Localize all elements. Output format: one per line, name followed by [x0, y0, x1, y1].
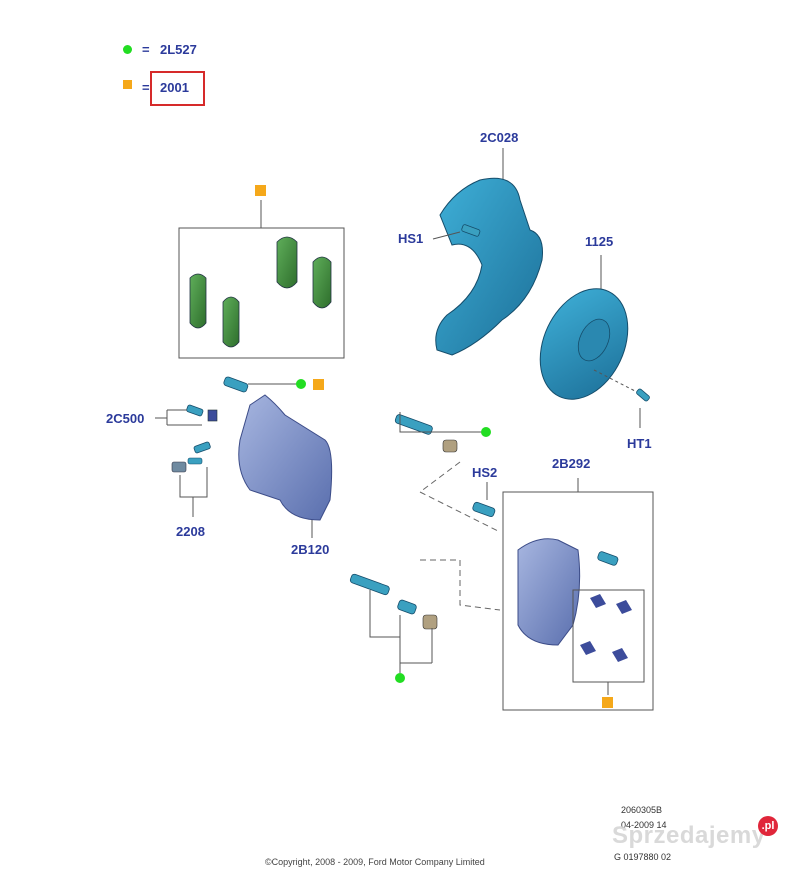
brake-pad-3 — [276, 236, 298, 289]
brake-pad-1 — [189, 273, 207, 329]
legend-orange-square — [123, 80, 132, 89]
label-dust-shield: 2C028 — [480, 130, 519, 145]
brake-pad-2 — [222, 296, 240, 348]
guide-pin-lower — [349, 573, 438, 683]
label-bleeder: 2C500 — [106, 411, 145, 426]
caliper-clips — [171, 457, 208, 517]
brake-disc — [539, 255, 638, 400]
guide-pin-upper — [394, 412, 491, 453]
footer-doc-id: G 0197880 02 — [614, 852, 672, 862]
assembly-guide-lines — [419, 461, 501, 611]
label-disc-screw: HT1 — [627, 436, 652, 451]
legend-orange-equals: = — [142, 80, 150, 95]
label-caliper: 2B120 — [291, 542, 330, 557]
watermark-badge: .pl — [758, 816, 778, 836]
pads-orange-marker — [255, 185, 266, 196]
legend-green-dot — [123, 45, 132, 54]
caliper — [238, 394, 333, 538]
legend-orange-code: 2001 — [160, 80, 189, 95]
watermark-text: Sprzedajemy — [612, 822, 766, 849]
bracket-bolt — [472, 482, 496, 518]
label-carrier: 2B292 — [552, 456, 591, 471]
label-bracket-bolt: HS2 — [472, 465, 498, 480]
label-brake-disc: 1125 — [585, 234, 614, 249]
legend-green-equals: = — [142, 42, 150, 57]
label-clip: 2208 — [176, 524, 205, 539]
copyright-text: ©Copyright, 2008 - 2009, Ford Motor Comp… — [265, 857, 485, 867]
footer-ref-code: 2060305B — [621, 805, 663, 815]
carrier-group — [502, 478, 654, 711]
footer-date: 04-2009 14 — [621, 820, 667, 830]
bleeder-screws — [155, 404, 218, 454]
dust-shield — [435, 148, 543, 356]
brake-pad-4 — [312, 256, 332, 309]
disc-screw — [636, 388, 650, 428]
legend-green-code: 2L527 — [160, 42, 197, 57]
caliper-bolt — [223, 376, 324, 393]
shield-screw — [432, 224, 481, 240]
legend-highlight-box — [150, 71, 205, 106]
carrier-orange-marker — [602, 697, 613, 708]
label-shield-screw: HS1 — [398, 231, 424, 246]
brake-pads-group — [178, 185, 345, 359]
